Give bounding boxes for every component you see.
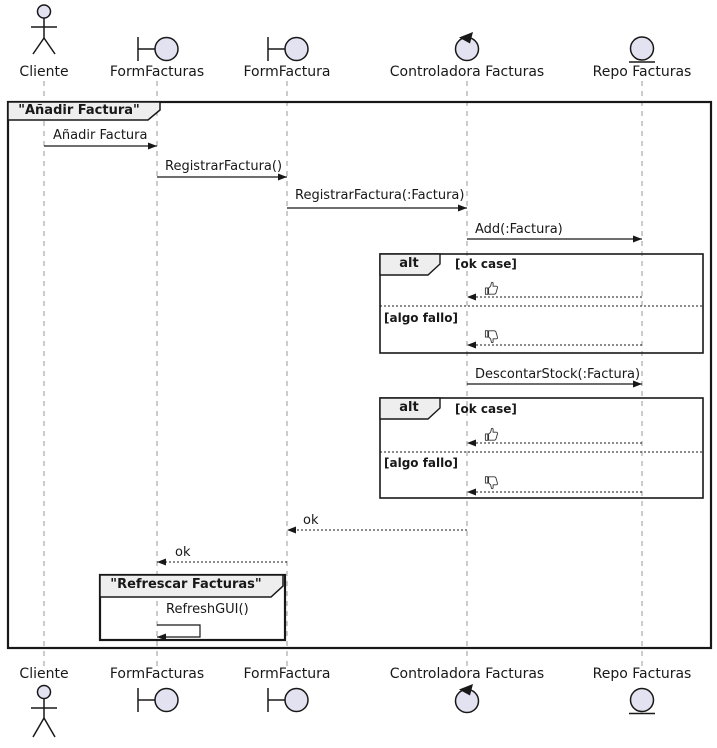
thumbs-down-icon (484, 476, 498, 490)
frame-refrescar-facturas (98, 573, 287, 642)
participant-label-repo: Repo Facturas (592, 64, 692, 80)
entity-icon (629, 36, 655, 63)
frame-title-tab (99, 574, 284, 598)
alt-guard-ok-label: [ok case] (455, 257, 517, 271)
message-label-refresh-gui: RefreshGUI() (166, 602, 249, 617)
alt-guard-fail-label: [algo fallo] (384, 456, 458, 470)
actor-icon (31, 684, 57, 738)
participant-label-formfactura: FormFactura (243, 666, 331, 682)
boundary-icon (137, 687, 179, 713)
bottom-participant-icons (31, 684, 655, 738)
participant-label-controladora: Controladora Facturas (389, 64, 545, 80)
lifelines (43, 81, 643, 666)
boundary-icon (267, 687, 309, 713)
participant-label-formfacturas: FormFacturas (109, 666, 205, 682)
participant-label-cliente: Cliente (19, 666, 69, 682)
boundary-icon (137, 36, 179, 62)
control-icon (454, 32, 480, 62)
call-arrows (44, 142, 642, 388)
message-label-ok-1: ok (303, 513, 319, 528)
message-label-anadir-factura: Añadir Factura (53, 128, 148, 143)
alt-fragment-2 (379, 397, 704, 499)
top-participant-icons (31, 4, 655, 63)
alt-guard-ok-label: [ok case] (455, 402, 517, 416)
thumbs-up-icon (484, 281, 498, 295)
participant-label-formfacturas: FormFacturas (109, 64, 205, 80)
alt-fragment-1 (379, 253, 704, 354)
control-icon (454, 684, 480, 714)
message-label-ok-2: ok (175, 545, 191, 560)
frame-anadir-factura (6, 100, 713, 650)
frame-title-tab (7, 101, 161, 121)
frame-title-anadir-factura: "Añadir Factura" (18, 103, 140, 118)
arrow-refresh-gui-self (157, 624, 201, 641)
message-label-descontar-stock: DescontarStock(:Factura) (475, 367, 641, 382)
thumbs-up-icon (484, 427, 498, 441)
boundary-icon (267, 36, 309, 62)
message-label-registrar: RegistrarFactura() (165, 159, 283, 174)
message-label-registrar-param: RegistrarFactura(:Factura) (295, 188, 465, 203)
actor-icon (31, 4, 57, 55)
alt-guard-fail-label: [algo fallo] (384, 311, 458, 325)
reply-arrows (157, 293, 642, 566)
alt-operator-label: alt (399, 400, 419, 415)
result-icons (484, 281, 498, 490)
entity-icon (629, 687, 655, 715)
message-label-add: Add(:Factura) (475, 222, 563, 237)
alt-operator-label: alt (399, 256, 419, 271)
thumbs-down-icon (484, 330, 498, 344)
participant-label-formfactura: FormFactura (243, 64, 331, 80)
alt-operator-tab (379, 253, 441, 276)
participant-label-controladora: Controladora Facturas (389, 666, 545, 682)
alt-operator-tab (379, 397, 441, 420)
participant-label-repo: Repo Facturas (592, 666, 692, 682)
participant-label-cliente: Cliente (19, 64, 69, 80)
frame-title-refrescar-facturas: "Refrescar Facturas" (110, 577, 262, 592)
